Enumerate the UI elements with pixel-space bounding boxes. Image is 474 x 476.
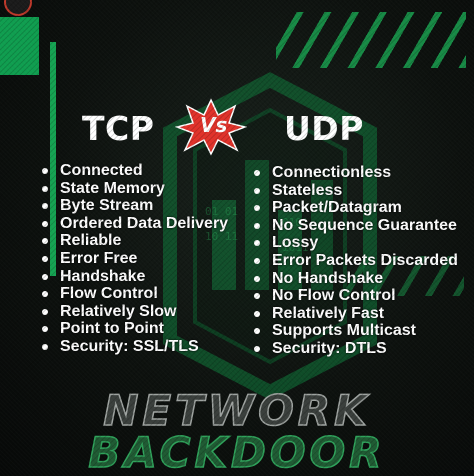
- tcp-feature-item: Point to Point: [40, 320, 228, 338]
- vs-label: Vs: [200, 113, 228, 137]
- diagonal-stripes-decoration: [276, 12, 466, 68]
- tcp-feature-item: Byte Stream: [40, 197, 228, 215]
- svg-text:1011: 1011: [282, 241, 309, 254]
- udp-feature-list: Connectionless Stateless Packet/Datagram…: [252, 164, 458, 358]
- svg-text:0101: 0101: [282, 216, 309, 229]
- tcp-feature-item: Connected: [40, 162, 228, 180]
- udp-feature-item: Packet/Datagram: [252, 199, 458, 217]
- tcp-feature-item: Security: SSL/TLS: [40, 338, 228, 356]
- udp-feature-item: Supports Multicast: [252, 322, 458, 340]
- tcp-feature-item: Ordered Data Delivery: [40, 215, 228, 233]
- udp-title: UDP: [284, 109, 364, 148]
- tcp-feature-item: Handshake: [40, 268, 228, 286]
- udp-feature-item: Error Packets Discarded: [252, 252, 458, 270]
- udp-feature-item: No Flow Control: [252, 287, 458, 305]
- tcp-feature-item: State Memory: [40, 180, 228, 198]
- svg-text:10 11: 10 11: [205, 230, 238, 243]
- udp-feature-item: Relatively Fast: [252, 305, 458, 323]
- green-accent-block: [0, 17, 39, 75]
- tcp-feature-item: Error Free: [40, 250, 228, 268]
- brand-wordmark-bottom: BACKDOOR: [88, 427, 386, 476]
- tcp-feature-item: Relatively Slow: [40, 303, 228, 321]
- green-accent-bar: [50, 42, 56, 276]
- udp-feature-item: Lossy: [252, 234, 458, 252]
- tcp-feature-list: Connected State Memory Byte Stream Order…: [40, 162, 228, 356]
- udp-feature-item: Stateless: [252, 182, 458, 200]
- vs-burst-icon: [175, 98, 247, 156]
- tcp-title: TCP: [82, 109, 155, 148]
- tcp-feature-item: Flow Control: [40, 285, 228, 303]
- svg-text:01 01: 01 01: [205, 205, 238, 218]
- tcp-feature-item: Reliable: [40, 232, 228, 250]
- udp-feature-item: Connectionless: [252, 164, 458, 182]
- udp-feature-item: No Sequence Guarantee: [252, 217, 458, 235]
- brand-wordmark-top: NETWORK: [103, 385, 371, 436]
- udp-feature-item: Security: DTLS: [252, 340, 458, 358]
- udp-feature-item: No Handshake: [252, 270, 458, 288]
